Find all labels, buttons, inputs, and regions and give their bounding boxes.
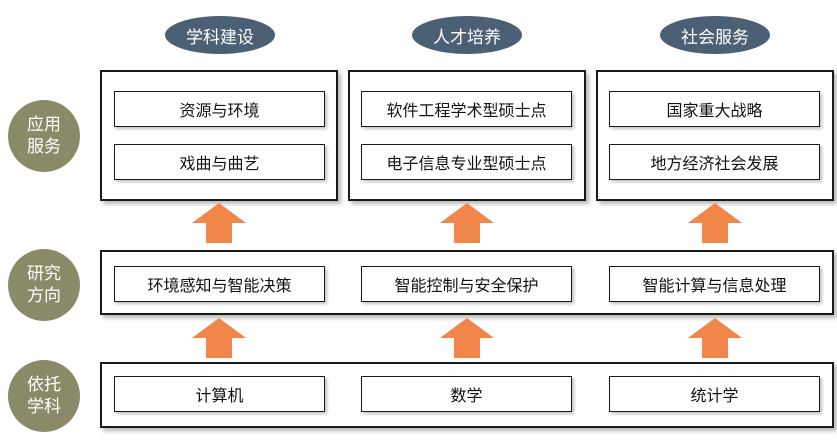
discipline-computer: 计算机 xyxy=(114,376,325,412)
label-social-service: 社会服务 xyxy=(660,16,770,54)
label-discipline-construction: 学科建设 xyxy=(165,16,275,54)
up-arrow-icon xyxy=(440,318,494,358)
up-arrow-icon xyxy=(440,203,494,243)
application-panel-1 xyxy=(100,70,338,201)
research-intelligent-computing: 智能计算与信息处理 xyxy=(609,266,820,302)
application-panel-3 xyxy=(596,70,834,201)
row-label-foundation-text: 依托 学科 xyxy=(27,375,61,417)
app-item-local-development: 地方经济社会发展 xyxy=(609,144,820,180)
discipline-statistics: 统计学 xyxy=(609,376,820,412)
row-label-foundation: 依托 学科 xyxy=(8,360,80,432)
up-arrow-icon xyxy=(192,203,246,243)
application-panel-2 xyxy=(348,70,586,201)
app-item-opera-quyi: 戏曲与曲艺 xyxy=(114,144,325,180)
app-item-software-engineering-master: 软件工程学术型硕士点 xyxy=(361,91,572,127)
label-talent-cultivation: 人才培养 xyxy=(412,16,522,54)
app-item-national-strategy: 国家重大战略 xyxy=(609,91,820,127)
up-arrow-icon xyxy=(688,318,742,358)
row-label-research: 研究 方向 xyxy=(8,249,80,321)
app-item-resources-environment: 资源与环境 xyxy=(114,91,325,127)
research-environment-perception: 环境感知与智能决策 xyxy=(114,266,325,302)
app-item-electronic-info-master: 电子信息专业型硕士点 xyxy=(361,144,572,180)
row-label-research-text: 研究 方向 xyxy=(27,264,61,306)
research-intelligent-control: 智能控制与安全保护 xyxy=(361,266,572,302)
discipline-math: 数学 xyxy=(361,376,572,412)
up-arrow-icon xyxy=(688,203,742,243)
up-arrow-icon xyxy=(192,318,246,358)
row-label-application-text: 应用 服务 xyxy=(27,115,61,157)
row-label-application: 应用 服务 xyxy=(8,100,80,172)
